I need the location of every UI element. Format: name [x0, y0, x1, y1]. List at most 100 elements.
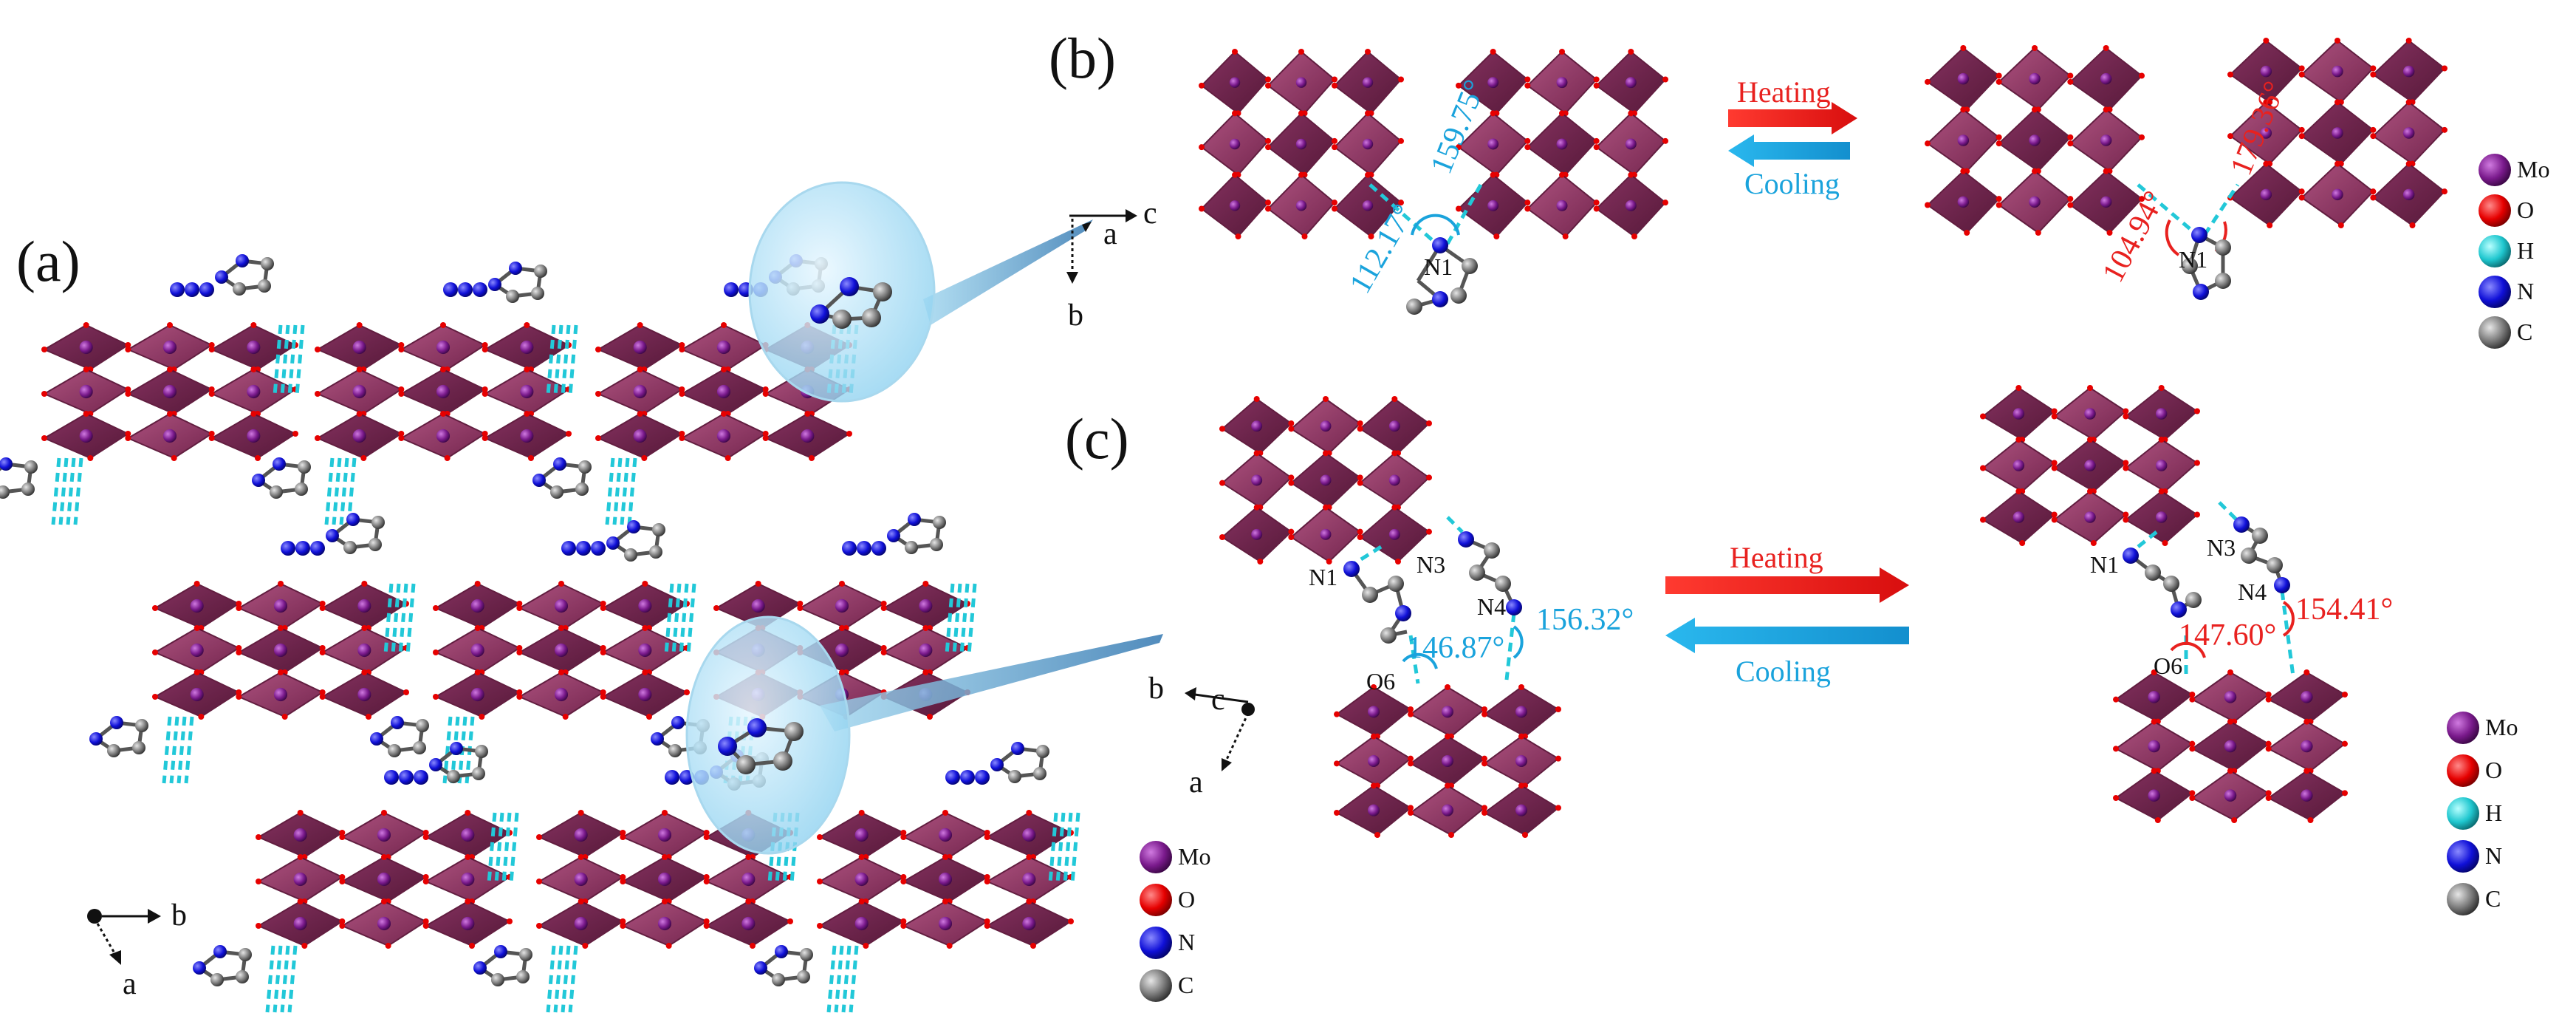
- mo-atom: [854, 916, 869, 931]
- o-atom: [578, 898, 584, 904]
- o-atom: [524, 411, 530, 417]
- mo-atom: [2084, 460, 2096, 471]
- axes-b: c a b: [1066, 197, 1157, 332]
- o-atom: [797, 601, 804, 607]
- mo-atom: [293, 916, 307, 931]
- n-sphere-icon: [2447, 840, 2479, 873]
- o-atom: [83, 322, 89, 328]
- o-atom: [2334, 99, 2340, 106]
- mo-atom: [1442, 706, 1453, 718]
- o-atom: [1323, 504, 1329, 511]
- o-atom: [255, 455, 261, 461]
- o-atom: [2370, 71, 2377, 78]
- o-atom: [2370, 194, 2377, 201]
- o-atom: [2342, 790, 2348, 797]
- mo-atom: [2402, 127, 2415, 139]
- o-atom: [880, 649, 887, 655]
- o-atom: [1265, 205, 1271, 212]
- mo-atom: [1442, 755, 1453, 767]
- o-atom: [2370, 126, 2377, 133]
- o-atom: [1332, 205, 1337, 212]
- axis-b-label: b: [1148, 672, 1164, 706]
- o-atom: [2442, 188, 2447, 195]
- o-atom: [2113, 746, 2119, 752]
- hydrogen-bond: [1063, 812, 1073, 884]
- o-atom: [1524, 82, 1531, 89]
- mo-atom: [1229, 138, 1241, 150]
- o-atom: [301, 943, 308, 949]
- atom-n1-label: N1: [2179, 246, 2207, 273]
- o-atom: [422, 923, 429, 929]
- o-atom: [2194, 511, 2200, 518]
- axis-c-label: c: [1211, 683, 1225, 717]
- cooling-label-c: Cooling: [1736, 655, 1831, 688]
- c-sphere-icon: [2479, 316, 2511, 349]
- o-atom: [1288, 474, 1295, 481]
- mo-atom: [554, 687, 569, 702]
- mo-atom: [377, 828, 391, 842]
- mo-atom: [2155, 460, 2168, 471]
- o-atom: [536, 879, 542, 884]
- o-atom: [1219, 426, 1225, 432]
- o-atom: [1593, 144, 1600, 151]
- o-atom: [1332, 199, 1337, 206]
- o-atom: [880, 601, 887, 607]
- mo-atom: [273, 687, 288, 702]
- o-atom: [1253, 450, 1260, 457]
- o-atom: [984, 879, 990, 884]
- mo-atom: [2012, 460, 2025, 471]
- o-atom: [469, 943, 475, 949]
- o-atom: [2342, 692, 2348, 698]
- o-atom: [558, 669, 564, 675]
- n-sphere-icon: [2479, 276, 2511, 308]
- o-atom: [1631, 233, 1637, 239]
- o-atom: [1555, 805, 1561, 811]
- mo-atom: [1487, 77, 1499, 89]
- mo-atom: [2402, 188, 2415, 201]
- o-atom: [278, 669, 284, 675]
- mo-atom: [357, 598, 371, 613]
- o-atom: [2334, 38, 2340, 44]
- o-atom: [578, 854, 584, 860]
- hydrogen-bond: [405, 583, 416, 655]
- o-atom: [1026, 854, 1032, 860]
- o-atom: [900, 923, 907, 929]
- magnifier-beam-bottom: [820, 634, 1163, 731]
- o-atom: [817, 879, 823, 884]
- cluster-c-after-top: [1980, 385, 2200, 546]
- o-atom: [236, 645, 242, 651]
- mo-atom: [633, 384, 647, 399]
- o-atom: [422, 830, 429, 836]
- o-atom: [167, 411, 173, 417]
- o-atom: [578, 810, 584, 816]
- o-atom: [1408, 706, 1414, 712]
- imidazole-molecule: [252, 457, 311, 499]
- o-atom: [1628, 110, 1634, 117]
- o-atom: [2342, 740, 2348, 747]
- imidazole-molecule: [532, 457, 592, 499]
- o-atom: [474, 669, 481, 675]
- o-atom: [1219, 480, 1225, 486]
- o-atom: [2123, 460, 2129, 466]
- o-atom: [2032, 106, 2038, 113]
- o-atom: [1960, 106, 1967, 113]
- n-sphere-icon: [1140, 927, 1172, 959]
- o-atom: [1253, 396, 1260, 402]
- o-atom: [319, 601, 326, 607]
- legend-item-label: N: [2485, 842, 2502, 869]
- imidazole-molecule: [0, 457, 38, 499]
- o-atom: [2298, 188, 2305, 195]
- o-atom: [679, 386, 685, 392]
- o-atom: [2194, 408, 2200, 415]
- o-atom: [1481, 706, 1487, 712]
- o-atom: [356, 366, 363, 372]
- o-atom: [703, 923, 710, 929]
- o-atom: [2032, 45, 2038, 51]
- mo-atom: [716, 384, 731, 399]
- o-atom: [398, 342, 405, 348]
- molecule-c-after: N1 N3 N4 O6 154.41° 147.60°: [2090, 501, 2393, 680]
- o-atom: [2035, 230, 2041, 236]
- o-atom: [536, 923, 542, 929]
- o-atom: [2158, 488, 2165, 494]
